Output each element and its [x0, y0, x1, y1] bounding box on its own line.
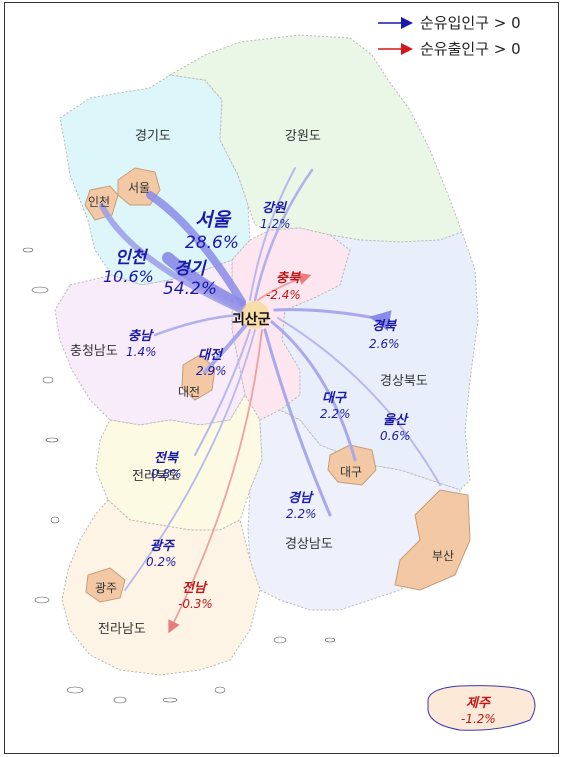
flow-value-jeonnam: -0.3%: [178, 597, 213, 611]
flow-name-daejeon: 대전: [198, 347, 224, 363]
flow-arrow-daegu: [270, 320, 357, 462]
flow-name-gwangju: 광주: [150, 538, 176, 554]
city-label-gwangju: 광주: [95, 581, 117, 595]
flow-name-chungnam: 충남: [128, 328, 154, 344]
flow-arrow-chungnam: [153, 313, 240, 337]
city-label-daejeon: 대전: [178, 385, 200, 399]
flow-arrow-jeonbuk: [194, 329, 251, 456]
province-label-gyeongnam: 경상남도: [285, 537, 333, 552]
city-label-daegu: 대구: [340, 465, 362, 479]
flow-arrow-ulsan: [277, 317, 441, 486]
legend: 순유입인구 > 0 순유출인구 > 0: [378, 14, 521, 58]
flow-value-daejeon: 2.9%: [196, 364, 227, 378]
metro-incheon: [84, 185, 119, 221]
flow-value-incheon: 10.6%: [103, 267, 154, 286]
flow-arrow-gangwon: [253, 168, 314, 302]
flow-value-chungbuk: -2.4%: [266, 288, 301, 302]
flow-name-gangwon: 강원: [262, 200, 288, 216]
flow-name-gyeongbuk: 경북: [372, 319, 397, 334]
flow-name-seoul: 서울: [195, 209, 232, 231]
flow-arrow-gyeongbuk: [273, 308, 392, 332]
flow-name-daegu: 대구: [322, 390, 347, 406]
city-labels: 서울 인천 대전 대구 부산 광주: [88, 181, 454, 595]
city-label-seoul: 서울: [128, 181, 150, 195]
flow-labels: 서울 28.6% 인천 10.6% 경기 54.2% 강원 1.2% 충북 -2…: [103, 200, 496, 726]
flow-name-gyeongnam: 경남: [288, 491, 314, 506]
province-label-jeonbuk: 전라북도: [132, 469, 180, 484]
metro-daegu: [327, 444, 377, 486]
region-jeju: [427, 685, 536, 731]
flow-arrow-jeonnam: [168, 329, 263, 634]
flow-arrow-chungbuk: [257, 272, 312, 301]
flow-name-jeonbuk: 전북: [154, 451, 179, 466]
flow-value-seoul: 28.6%: [185, 233, 239, 253]
metro-gwangju: [85, 567, 126, 603]
flow-layer: [99, 167, 441, 634]
province-label-gangwon: 강원도: [285, 129, 321, 144]
coastal-islands: [22, 247, 336, 704]
flow-value-jeju: -1.2%: [461, 712, 496, 726]
metro-daejeon: [181, 354, 216, 401]
city-label-busan: 부산: [432, 549, 454, 563]
flow-name-incheon: 인천: [115, 248, 149, 268]
flow-name-gyeonggi: 경기: [174, 259, 208, 279]
province-layer: [54, 34, 536, 731]
flow-name-ulsan: 울산: [383, 412, 409, 428]
flow-arrow-gwangju: [124, 329, 256, 591]
center-highlight: [241, 301, 269, 329]
center-label: 괴산군: [232, 311, 271, 328]
province-labels: 경기도 강원도 충청남도 경상북도 전라북도 경상남도 전라남도: [70, 129, 428, 637]
center-marker: 괴산군: [232, 301, 271, 329]
province-label-gyeonggi: 경기도: [135, 129, 171, 144]
flow-arrow-incheon: [99, 203, 243, 313]
flow-arrow-daejeon: [203, 323, 248, 374]
flow-value-ulsan: 0.6%: [380, 429, 411, 443]
city-label-incheon: 인천: [88, 194, 110, 209]
legend-outflow-label: 순유출인구 > 0: [420, 40, 521, 58]
province-label-gyeongbuk: 경상북도: [380, 374, 428, 389]
metro-layer: [84, 167, 471, 603]
flow-arrow-seoul: [146, 191, 246, 306]
flow-arrow-gyeonggi: [162, 252, 246, 311]
flow-name-jeonnam: 전남: [182, 581, 208, 596]
legend-inflow-label: 순유입인구 > 0: [420, 14, 521, 32]
flow-value-gangwon: 1.2%: [260, 217, 291, 231]
flow-value-daegu: 2.2%: [320, 407, 351, 421]
region-gangwon: [168, 34, 463, 243]
flow-value-gwangju: 0.2%: [146, 555, 177, 569]
flow-value-jeonbuk: 0.8%: [151, 467, 182, 481]
region-jeonnam: [61, 499, 261, 676]
flow-name-chungbuk: 충북: [276, 270, 301, 286]
flow-value-chungnam: 1.4%: [126, 345, 157, 359]
metro-busan: [394, 489, 471, 591]
flow-arrow-gyeongnam: [263, 328, 332, 517]
flow-name-jeju: 제주: [466, 695, 492, 711]
flow-value-gyeongnam: 2.2%: [286, 507, 317, 521]
province-label-chungnam: 충청남도: [70, 344, 118, 359]
province-label-jeonnam: 전라남도: [98, 622, 146, 637]
flow-arrow-gangwon2: [249, 167, 296, 301]
flow-value-gyeonggi: 54.2%: [163, 279, 217, 299]
flow-value-gyeongbuk: 2.6%: [369, 337, 400, 351]
